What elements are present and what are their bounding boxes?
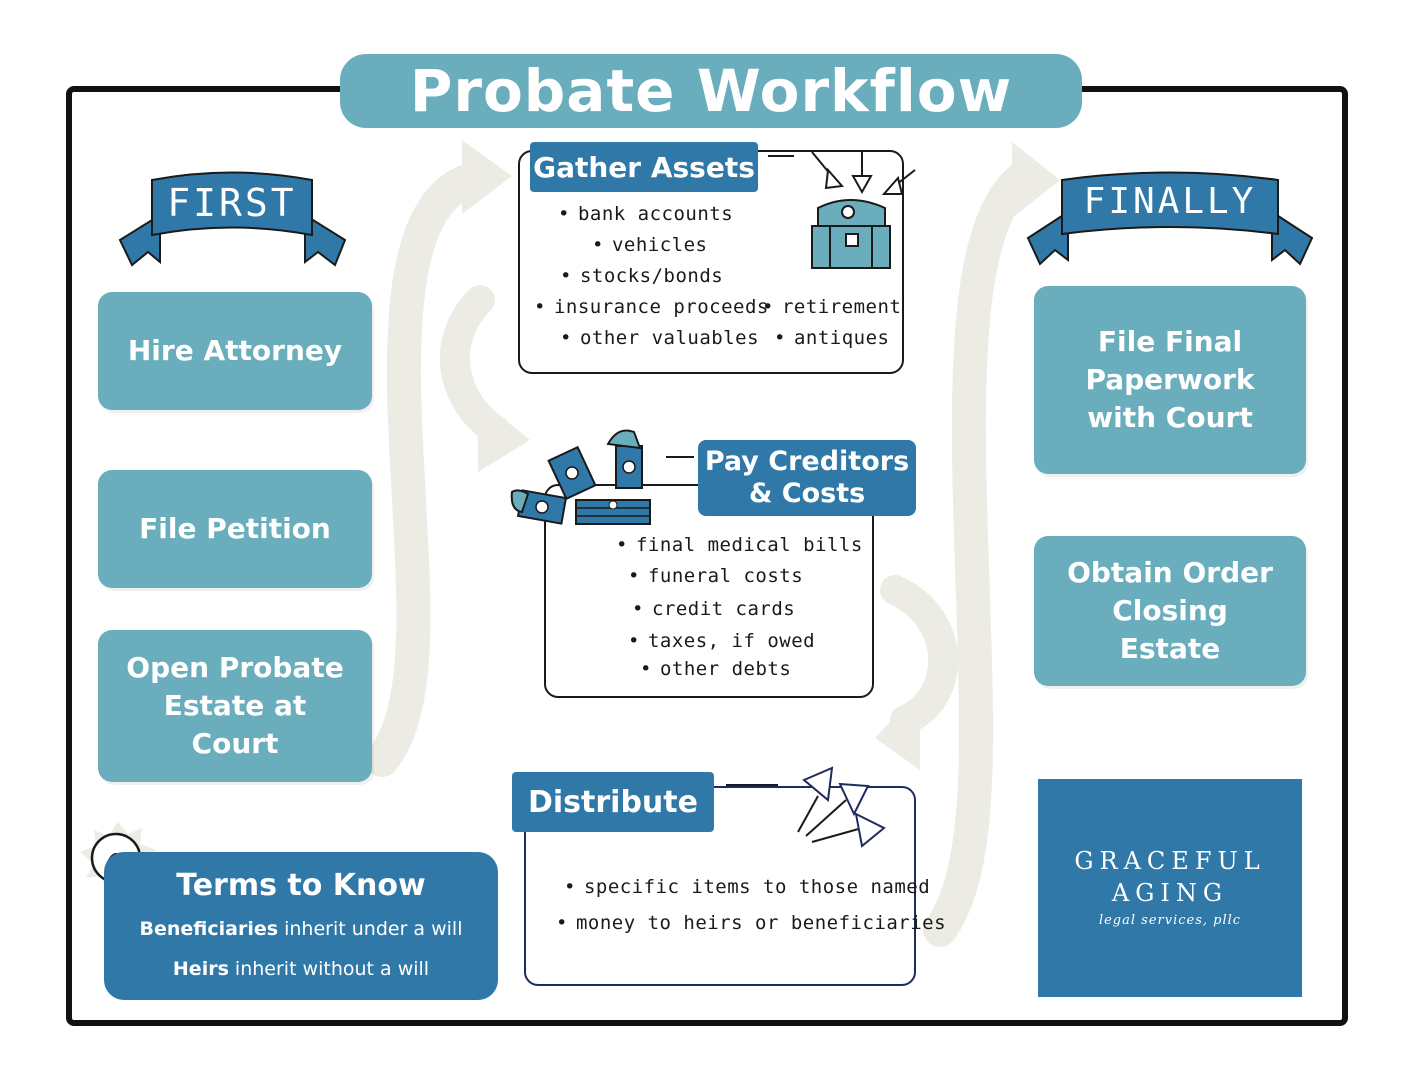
pay-creditors-label: Pay Creditors & Costs [698, 440, 916, 516]
term-heirs-word: Heirs [172, 958, 229, 980]
creditor-item: other debts [640, 658, 791, 680]
creditor-item: credit cards [632, 598, 795, 620]
pay-creditors-connector [666, 456, 694, 458]
pay-creditors-label-line1: Pay Creditors [704, 446, 910, 477]
term-heirs-definition: inherit without a will [228, 958, 430, 980]
terms-title: Terms to Know [176, 868, 426, 903]
first-banner-label: FIRST [167, 181, 297, 225]
graceful-aging-logo: GRACEFUL AGING legal services, pllc [1038, 779, 1302, 997]
step-hire-attorney: Hire Attorney [98, 292, 372, 410]
step-obtain-order-closing: Obtain Order Closing Estate [1034, 536, 1306, 686]
distribute-connector [726, 784, 778, 786]
gather-assets-label: Gather Assets [530, 142, 758, 192]
asset-item: retirement [762, 296, 901, 318]
logo-line-graceful: GRACEFUL [1074, 847, 1266, 875]
distribute-label: Distribute [512, 772, 714, 832]
distribute-item: money to heirs or beneficiaries [556, 912, 946, 934]
term-heirs: Heirs inherit without a will [104, 958, 498, 980]
finally-banner-label: FINALLY [1083, 180, 1257, 222]
term-beneficiaries-definition: inherit under a will [278, 918, 463, 940]
creditor-item: taxes, if owed [628, 630, 815, 652]
asset-item: insurance proceeds [534, 296, 769, 318]
logo-line-aging: AGING [1111, 879, 1229, 907]
step-file-petition: File Petition [98, 470, 372, 588]
distribute-item: specific items to those named [564, 876, 930, 898]
term-beneficiaries-word: Beneficiaries [139, 918, 279, 940]
step-file-final-paperwork: File Final Paperwork with Court [1034, 286, 1306, 474]
page-title: Probate Workflow [340, 54, 1082, 128]
asset-item: stocks/bonds [560, 265, 723, 287]
asset-item: other valuables [560, 327, 759, 349]
gather-assets-connector [768, 155, 794, 157]
asset-item: bank accounts [558, 203, 733, 225]
logo-line-legal-services: legal services, pllc [1098, 913, 1242, 928]
terms-to-know-panel: Terms to Know Beneficiaries inherit unde… [104, 852, 498, 1000]
term-beneficiaries: Beneficiaries inherit under a will [104, 918, 498, 940]
asset-item: antiques [774, 327, 889, 349]
step-open-probate-estate: Open Probate Estate at Court [98, 630, 372, 782]
creditor-item: funeral costs [628, 565, 803, 587]
creditor-item: final medical bills [616, 534, 863, 556]
asset-item: vehicles [592, 234, 707, 256]
pay-creditors-label-line2: & Costs [748, 478, 866, 509]
